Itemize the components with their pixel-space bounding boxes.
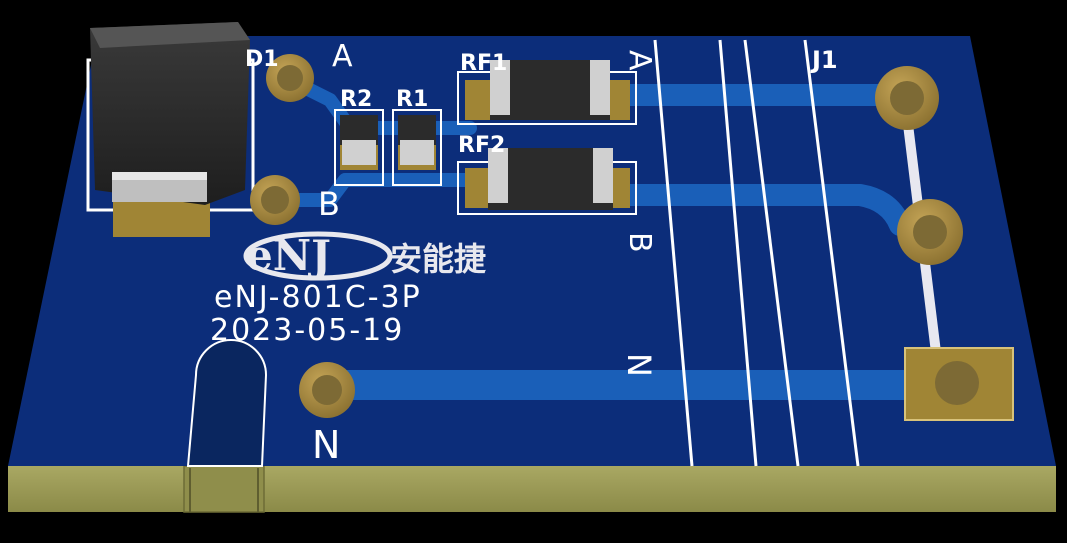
fuse-rf1 <box>457 60 637 125</box>
pad-j1-3 <box>935 361 979 405</box>
pin-a-left-label: A <box>332 39 353 74</box>
silk-lines <box>653 39 860 467</box>
board-surface <box>8 36 1056 466</box>
rf2-label: RF2 <box>458 133 505 158</box>
resistor-r1 <box>392 109 442 186</box>
resistor-r2 <box>334 109 384 186</box>
part-number: eNJ-801C-3P <box>214 280 422 315</box>
pin-a-right-label: A <box>622 50 657 71</box>
logo-mark: eNJ <box>246 231 331 280</box>
rf1-label: RF1 <box>460 51 507 76</box>
pin-b-left-label: B <box>318 185 340 223</box>
pad-j1-1 <box>875 66 939 130</box>
pin-n-right-label: N <box>620 353 658 377</box>
pad-a-left <box>266 54 314 102</box>
edge-notch <box>183 465 265 513</box>
pin-b-right-label: B <box>622 232 657 253</box>
logo-swoosh-icon <box>243 231 393 281</box>
logo-text: 安能捷 <box>390 240 486 278</box>
brand-logo: eNJ 安能捷 <box>243 231 486 281</box>
board-slot <box>186 339 268 467</box>
fuse-rf2 <box>457 148 637 215</box>
r1-label: R1 <box>396 87 428 112</box>
r2-label: R2 <box>340 87 372 112</box>
d1-label: D1 <box>245 47 279 72</box>
j1-label: J1 <box>810 46 838 74</box>
pad-j1-2 <box>897 199 963 265</box>
pin-n-left-label: N <box>312 423 340 467</box>
d1-diode <box>90 22 250 237</box>
board-date: 2023-05-19 <box>210 313 404 348</box>
pad-b-left <box>250 175 300 225</box>
pad-n-left <box>299 362 355 418</box>
board-edge-front <box>8 466 1056 512</box>
